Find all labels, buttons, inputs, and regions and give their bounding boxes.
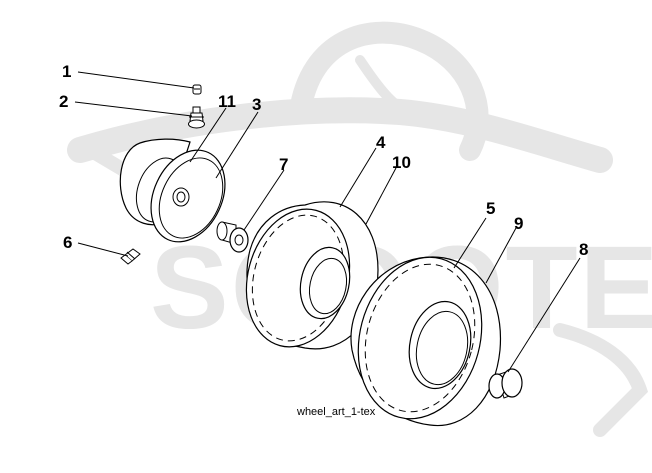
callout-10: 10 (392, 153, 411, 172)
callout-1: 1 (62, 62, 71, 81)
part-8-hub-cap (488, 368, 523, 399)
callout-7: 7 (279, 155, 288, 174)
callout-5: 5 (486, 199, 495, 218)
rear-tire (350, 256, 502, 427)
leader-2 (74, 101, 193, 117)
callout-4: 4 (376, 133, 386, 152)
callout-9: 9 (514, 214, 523, 233)
callout-11: 11 (218, 92, 236, 111)
leader-3 (215, 111, 259, 179)
leader-9 (485, 227, 517, 284)
leader-1 (77, 71, 195, 89)
part-2-grease-fitting (188, 106, 205, 129)
leader-7 (243, 169, 285, 231)
leader-lines (74, 71, 581, 373)
front-tire (245, 201, 379, 350)
wheel-rim (119, 138, 226, 243)
leader-5 (453, 217, 487, 269)
callout-8: 8 (579, 240, 588, 259)
callout-labels: 1 2 11 3 7 4 10 6 5 9 8 (59, 62, 588, 259)
callout-3: 3 (252, 95, 261, 114)
callout-2: 2 (59, 92, 68, 111)
leader-4 (339, 147, 377, 208)
part-7-bushing (216, 221, 249, 253)
leader-8 (507, 257, 581, 373)
callout-6: 6 (63, 233, 72, 252)
part-1-cap (192, 84, 202, 95)
leader-11 (189, 107, 227, 163)
diagram-caption: wheel_art_1-tex (296, 406, 376, 418)
leader-6 (77, 242, 129, 257)
part-6-valve-stem (120, 248, 141, 265)
leader-10 (365, 167, 397, 225)
watermark-logo (67, 21, 649, 437)
